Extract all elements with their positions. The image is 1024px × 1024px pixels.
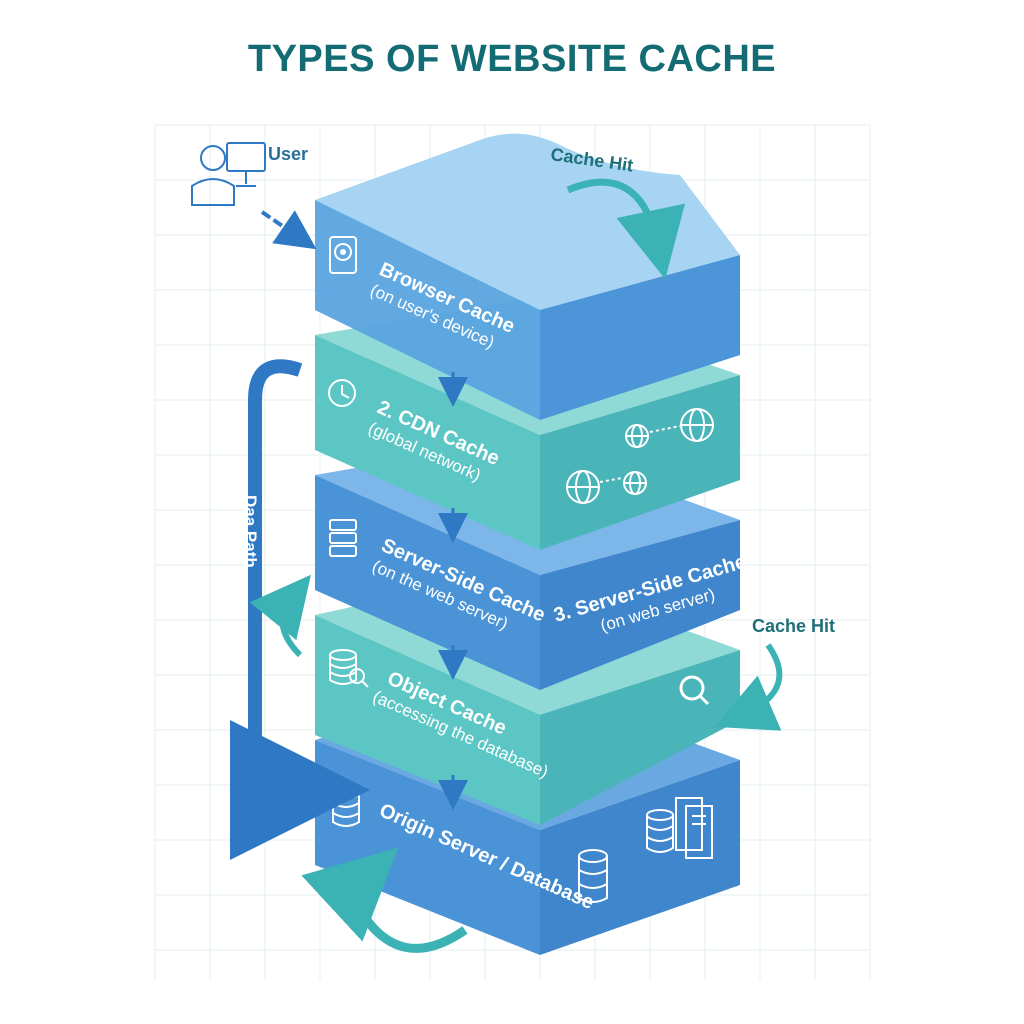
origin-return-arrow [301, 847, 468, 953]
magnifier-icon [679, 675, 710, 706]
object-cache-loop-arrow [249, 574, 311, 658]
database-search-icon [329, 649, 369, 688]
user-computer-icon [191, 142, 266, 206]
user-label: User [268, 144, 308, 164]
data-path-arrow [229, 359, 370, 860]
cache-hit-right-arrow [714, 643, 783, 731]
cache-hit-top-arrow [566, 178, 685, 280]
server-tower-icon [578, 797, 713, 903]
page-title: TYPES OF WEBSITE CACHE [247, 38, 777, 80]
data-path-label: Daa Path [241, 495, 260, 568]
clock-icon [328, 379, 356, 407]
cache-hit-right-label: Cache Hit [752, 616, 835, 636]
globe-network-icon [566, 408, 714, 504]
hard-drive-icon [329, 236, 357, 274]
user-request-arrow [260, 210, 317, 250]
server-rack-icon [329, 519, 357, 557]
